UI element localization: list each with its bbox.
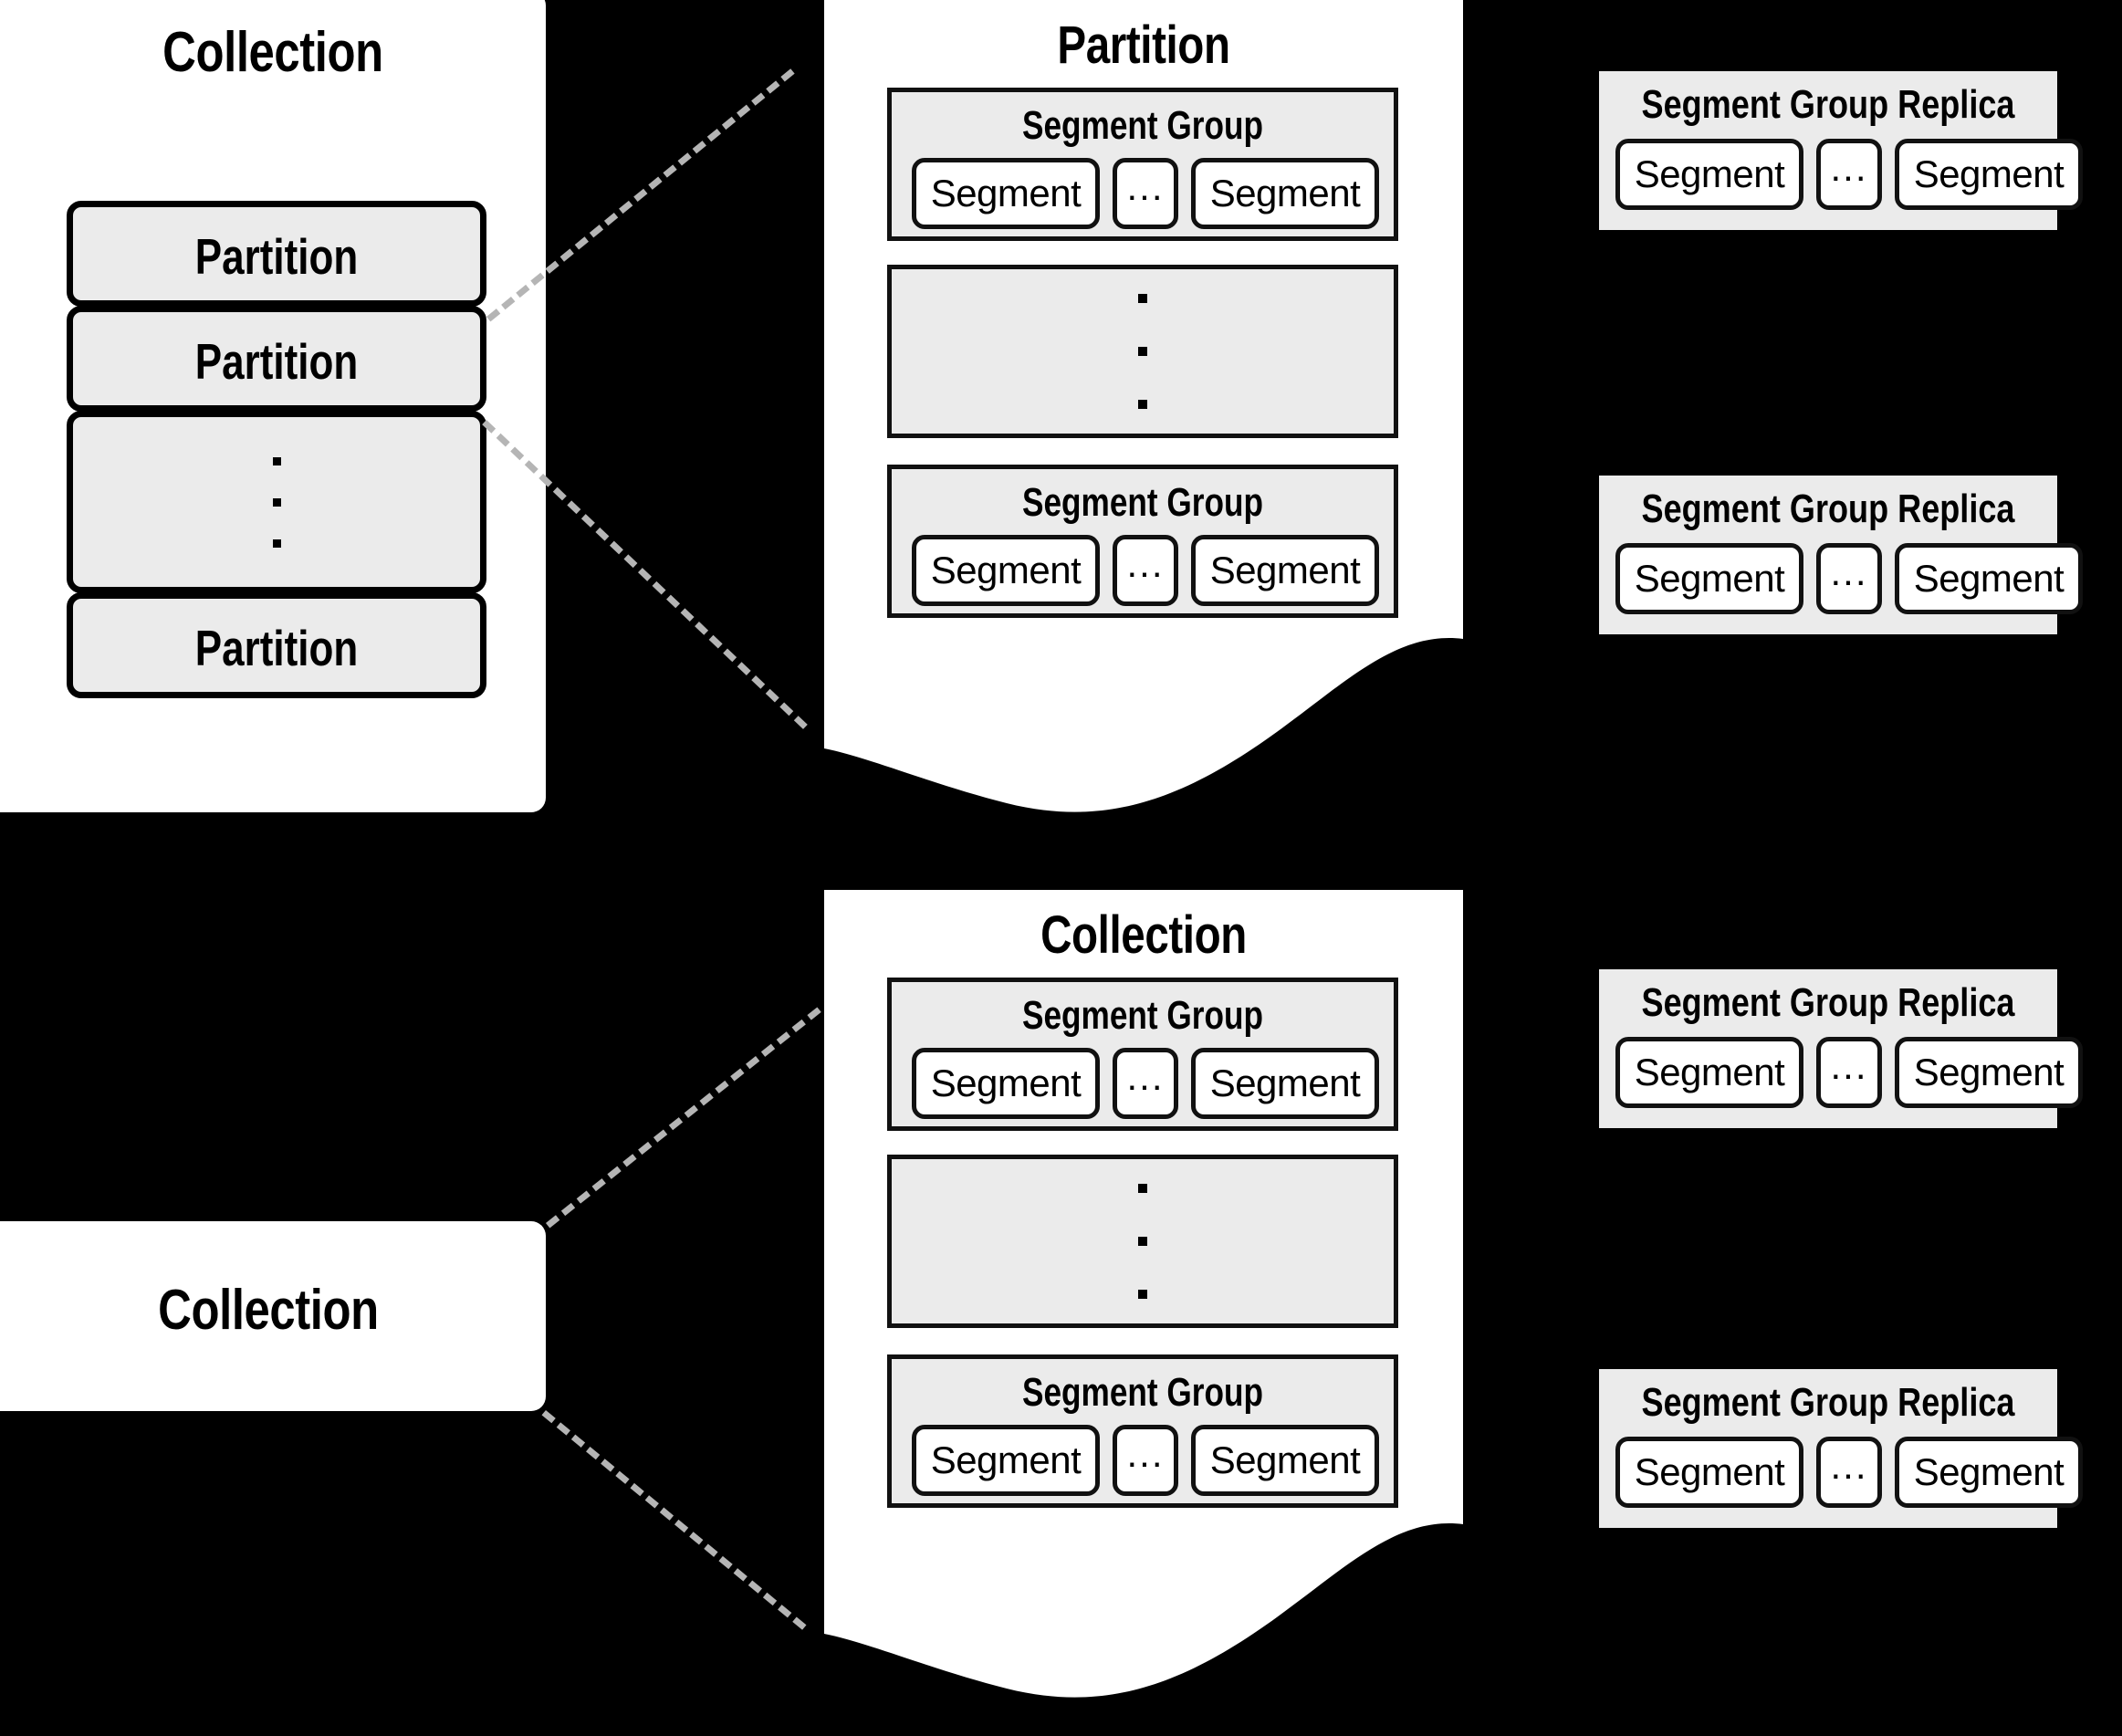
segment-group-replica-title: Segment Group Replica xyxy=(1641,1380,2015,1425)
segment-list: Segment ... Segment xyxy=(1615,1437,2083,1508)
segment-box[interactable]: Segment xyxy=(912,1048,1100,1119)
segment-ellipsis-icon: ... xyxy=(1816,139,1882,210)
segment-box[interactable]: Segment xyxy=(1895,1037,2083,1108)
segment-group-title: Segment Group xyxy=(1021,480,1264,525)
segment-box[interactable]: Segment xyxy=(1895,1437,2083,1508)
segment-group-title: Segment Group xyxy=(1021,993,1264,1038)
top-collection-panel: Collection Partition Partition Partition xyxy=(0,0,546,812)
partition-row-label: Partition xyxy=(194,228,359,285)
partition-row[interactable]: Partition xyxy=(67,306,486,412)
segment-box[interactable]: Segment xyxy=(1615,1437,1803,1508)
segment-group-replica-title: Segment Group Replica xyxy=(1641,486,2015,531)
segment-ellipsis-icon: ... xyxy=(1816,1437,1882,1508)
segment-group-replica[interactable]: Segment Group Replica Segment ... Segmen… xyxy=(1599,1369,2083,1528)
segment-box[interactable]: Segment xyxy=(912,535,1100,606)
segment-ellipsis-icon: ... xyxy=(1113,535,1178,606)
bottom-collection-node[interactable]: Collection xyxy=(0,1221,546,1411)
segment-box[interactable]: Segment xyxy=(1615,543,1803,614)
segment-box[interactable]: Segment xyxy=(1191,158,1379,229)
collection-panel: Collection Segment Group Segment ... Seg… xyxy=(824,890,1463,1736)
segment-group-title: Segment Group xyxy=(1021,103,1264,148)
collection-panel-title: Collection xyxy=(1040,905,1247,965)
partition-panel-title: Partition xyxy=(1057,16,1230,75)
segment-list: Segment ... Segment xyxy=(912,1425,1379,1496)
segment-group-replica[interactable]: Segment Group Replica Segment ... Segmen… xyxy=(1599,476,2083,634)
partition-row[interactable]: Partition xyxy=(67,201,486,307)
segment-ellipsis-icon: ... xyxy=(1113,1048,1178,1119)
segment-list: Segment ... Segment xyxy=(912,535,1379,606)
segment-box[interactable]: Segment xyxy=(1191,1425,1379,1496)
segment-ellipsis-icon: ... xyxy=(1816,543,1882,614)
connector-dashed xyxy=(541,1410,807,1630)
segment-box[interactable]: Segment xyxy=(912,1425,1100,1496)
segment-list: Segment ... Segment xyxy=(1615,1037,2083,1108)
top-collection-title: Collection xyxy=(162,21,383,84)
segment-ellipsis-icon: ... xyxy=(1816,1037,1882,1108)
segment-list: Segment ... Segment xyxy=(1615,139,2083,210)
segment-ellipsis-icon: ... xyxy=(1113,158,1178,229)
segment-group[interactable]: Segment Group Segment ... Segment xyxy=(887,465,1398,618)
segment-group-replica-title: Segment Group Replica xyxy=(1641,980,2015,1025)
segment-ellipsis-icon: ... xyxy=(1113,1425,1178,1496)
segment-box[interactable]: Segment xyxy=(1895,139,2083,210)
partition-row-label: Partition xyxy=(194,620,359,676)
segment-box[interactable]: Segment xyxy=(1615,1037,1803,1108)
segment-group-replica[interactable]: Segment Group Replica Segment ... Segmen… xyxy=(1599,969,2083,1128)
segment-group[interactable]: Segment Group Segment ... Segment xyxy=(887,88,1398,241)
segment-group[interactable]: Segment Group Segment ... Segment xyxy=(887,1354,1398,1508)
segment-box[interactable]: Segment xyxy=(1615,139,1803,210)
segment-box[interactable]: Segment xyxy=(912,158,1100,229)
connector-dashed xyxy=(546,1007,821,1229)
segment-group-replica-title: Segment Group Replica xyxy=(1641,82,2015,127)
segment-group-ellipsis xyxy=(887,1155,1398,1328)
bottom-collection-node-title: Collection xyxy=(158,1279,379,1342)
segment-group-replica[interactable]: Segment Group Replica Segment ... Segmen… xyxy=(1599,71,2083,230)
partition-row-ellipsis xyxy=(67,411,486,593)
segment-group-ellipsis xyxy=(887,265,1398,438)
segment-box[interactable]: Segment xyxy=(1895,543,2083,614)
partition-row-label: Partition xyxy=(194,333,359,390)
segment-box[interactable]: Segment xyxy=(1191,1048,1379,1119)
vertical-ellipsis-icon xyxy=(73,417,480,587)
segment-group-title: Segment Group xyxy=(1021,1370,1264,1415)
partition-row[interactable]: Partition xyxy=(67,592,486,698)
segment-list: Segment ... Segment xyxy=(1615,543,2083,614)
segment-list: Segment ... Segment xyxy=(912,158,1379,229)
segment-group[interactable]: Segment Group Segment ... Segment xyxy=(887,978,1398,1131)
segment-list: Segment ... Segment xyxy=(912,1048,1379,1119)
segment-box[interactable]: Segment xyxy=(1191,535,1379,606)
partition-panel: Partition Segment Group Segment ... Segm… xyxy=(824,0,1463,840)
